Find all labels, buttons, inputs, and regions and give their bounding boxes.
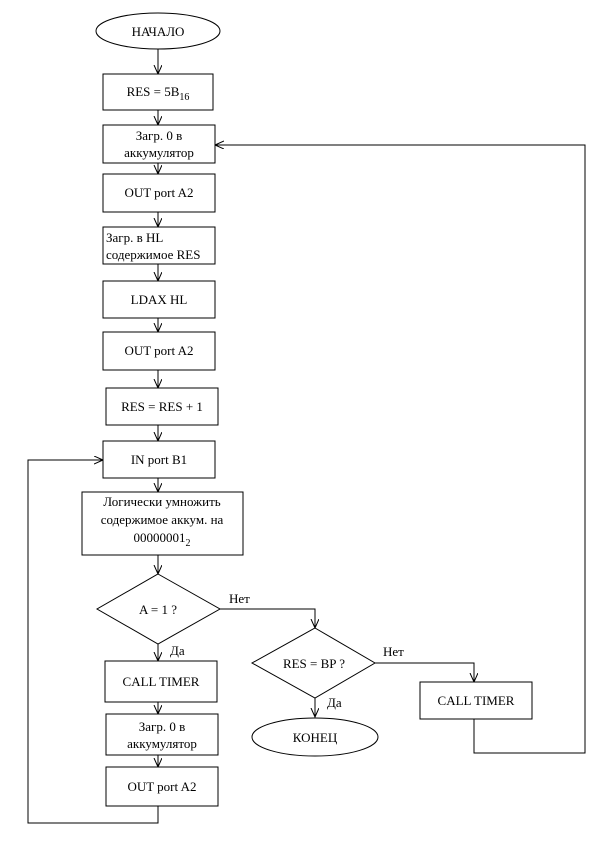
node-load-hl: Загр. в HL содержимое RES xyxy=(102,226,216,265)
node-out-a2-1: OUT port A2 xyxy=(102,173,216,213)
node-start: НАЧАЛО xyxy=(95,12,221,50)
end-label: КОНЕЦ xyxy=(293,730,338,745)
node-call-timer-1: CALL TIMER xyxy=(104,660,218,703)
decision-a-diamond xyxy=(95,573,222,645)
node-res-inc: RES = RES + 1 xyxy=(105,387,219,426)
connector-lines xyxy=(27,49,586,824)
node-ldax: LDAX HL xyxy=(102,280,216,319)
decision-a-label: A = 1 ? xyxy=(139,602,177,617)
decision-res-label: RES = BP ? xyxy=(283,656,345,671)
node-out-a2-3: OUT port A2 xyxy=(105,766,219,807)
node-load-zero-1: Загр. 0 в аккумулятор xyxy=(102,124,216,164)
call-timer-2-label: CALL TIMER xyxy=(438,693,515,708)
load-zero-2-box xyxy=(105,713,219,756)
node-and-op: Логически умножить содержимое аккум. на … xyxy=(81,491,244,556)
res-init-label: RES = 5B16 xyxy=(127,84,190,103)
call-timer-1-label: CALL TIMER xyxy=(123,674,200,689)
ldax-label: LDAX HL xyxy=(131,292,188,307)
call-timer-2-box xyxy=(419,681,533,720)
node-load-zero-2: Загр. 0 в аккумулятор xyxy=(105,713,219,756)
load-zero-2-line1: Загр. 0 в xyxy=(139,719,186,734)
call-timer-1-box xyxy=(104,660,218,703)
and-op-line2: содержимое аккум. на xyxy=(101,512,224,527)
and-op-line3: 000000012 xyxy=(134,530,191,549)
decision-res-diamond xyxy=(250,627,376,699)
edge-loop-back-to-in-b1 xyxy=(27,460,159,824)
start-terminal xyxy=(95,12,221,50)
node-decision-res: RES = BP ? xyxy=(250,627,376,699)
start-label: НАЧАЛО xyxy=(132,24,185,39)
out-a2-3-box xyxy=(105,766,219,807)
out-a2-1-box xyxy=(102,173,216,213)
in-b1-label: IN port B1 xyxy=(131,452,187,467)
res-inc-label: RES = RES + 1 xyxy=(121,399,203,414)
edge-loop-back-to-load-zero xyxy=(215,145,586,754)
in-b1-box xyxy=(102,440,216,479)
end-terminal xyxy=(251,717,379,757)
edge-decision-a-no xyxy=(220,608,315,628)
out-a2-3-label: OUT port A2 xyxy=(127,779,196,794)
node-call-timer-2: CALL TIMER xyxy=(419,681,533,720)
node-end: КОНЕЦ xyxy=(251,717,379,757)
ldax-box xyxy=(102,280,216,319)
edge-label-res-no: Нет xyxy=(383,644,404,659)
edge-label-a-no: Нет xyxy=(229,591,250,606)
and-op-line1: Логически умножить xyxy=(103,494,221,509)
node-decision-a: A = 1 ? xyxy=(95,573,222,645)
load-hl-line1: Загр. в HL xyxy=(106,230,163,245)
load-zero-1-box xyxy=(102,124,216,164)
out-a2-2-label: OUT port A2 xyxy=(124,343,193,358)
edge-label-a-yes: Да xyxy=(170,643,185,658)
load-zero-1-line2: аккумулятор xyxy=(124,145,194,160)
node-res-init: RES = 5B16 xyxy=(102,73,214,111)
edge-label-res-yes: Да xyxy=(327,695,342,710)
edge-decision-res-no xyxy=(375,662,474,682)
load-hl-line2: содержимое RES xyxy=(106,247,200,262)
node-out-a2-2: OUT port A2 xyxy=(102,331,216,371)
res-inc-box xyxy=(105,387,219,426)
out-a2-2-box xyxy=(102,331,216,371)
load-hl-box xyxy=(102,226,216,265)
load-zero-2-line2: аккумулятор xyxy=(127,736,197,751)
and-op-box xyxy=(81,491,244,556)
node-in-b1: IN port B1 xyxy=(102,440,216,479)
res-init-box xyxy=(102,73,214,111)
out-a2-1-label: OUT port A2 xyxy=(124,185,193,200)
load-zero-1-line1: Загр. 0 в xyxy=(136,128,183,143)
